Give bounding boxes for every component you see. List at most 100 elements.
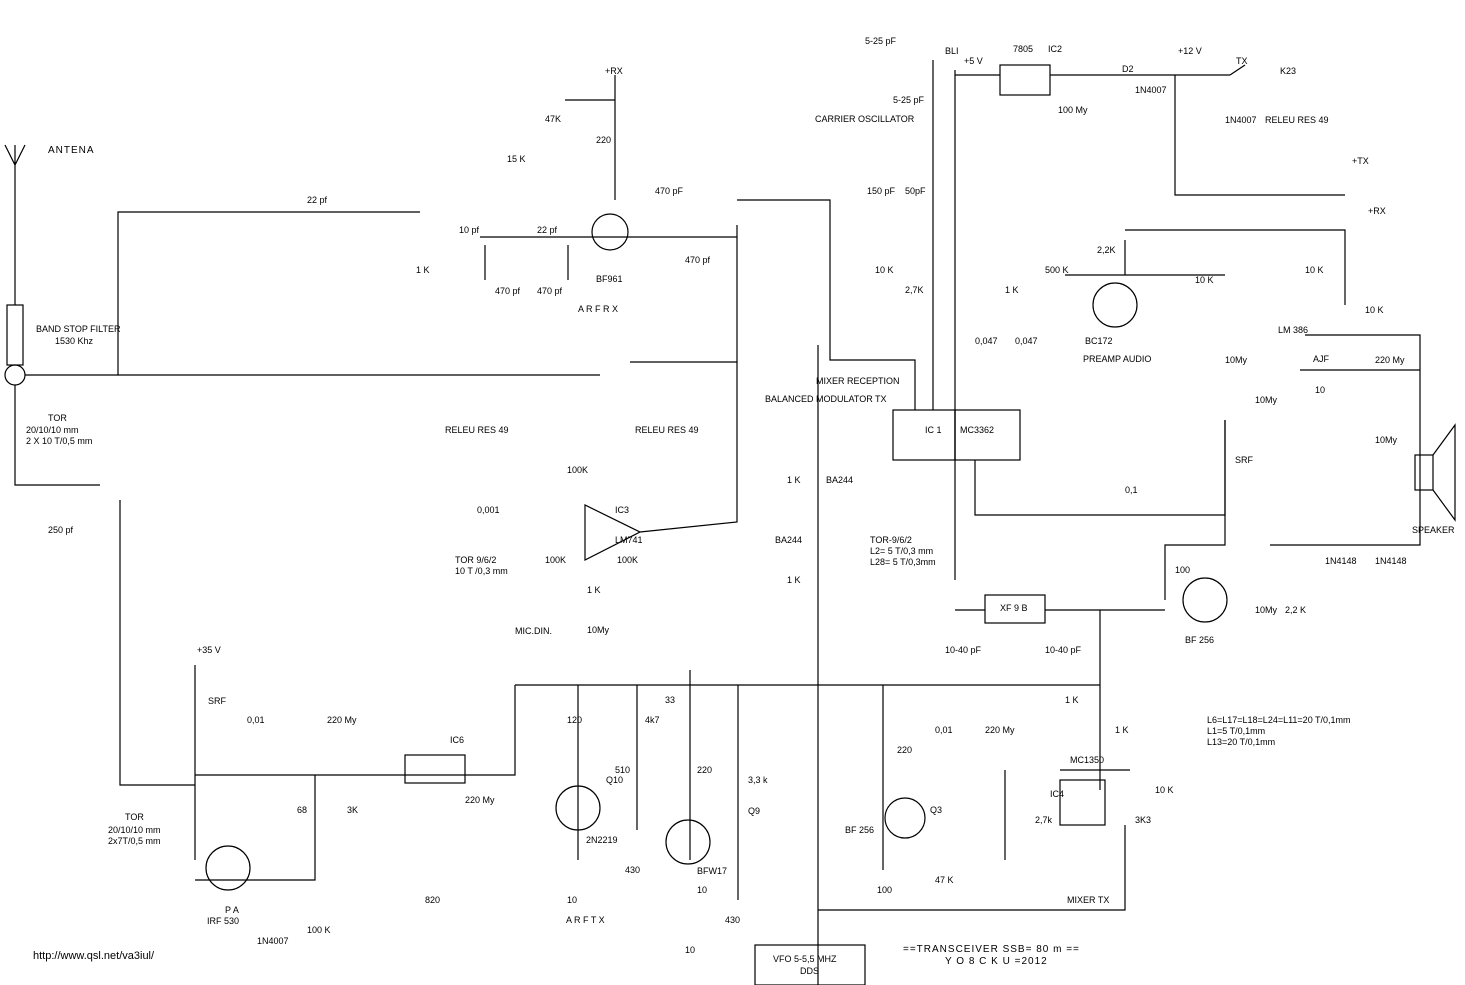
val-220my-c69: 220 My [465, 795, 495, 805]
d2-type: 1N4007 [1135, 85, 1167, 95]
val-100k-r12: 100K [545, 555, 567, 565]
title-label: ==TRANSCEIVER SSB= 80 m == [903, 944, 1080, 955]
val-820: 820 [425, 895, 441, 905]
val-22k-r24: 2,2 K [1285, 605, 1307, 615]
val-10k-r46: 10 K [1365, 305, 1384, 315]
val-0047a: 0,047 [975, 336, 998, 346]
srf-right-label: SRF [1235, 455, 1253, 465]
val-22pf: 22 pf [307, 195, 328, 205]
ic2-label: IC2 [1048, 44, 1063, 54]
val-10my-c45: 10My [1375, 435, 1398, 445]
val-220-r35: 220 [697, 765, 713, 775]
tor-l2-label: TOR-9/6/2 [870, 535, 912, 545]
xf9b-label: XF 9 B [1000, 603, 1028, 613]
coil-note-3: L13=20 T/0,1mm [1207, 737, 1276, 747]
val-10my-c47: 10My [1225, 355, 1248, 365]
val-100k-r13: 100K [617, 555, 639, 565]
val-100-q6: 100 [1175, 565, 1191, 575]
d1n4007-label: 1N4007 [1225, 115, 1257, 125]
val-4k7: 4k7 [645, 715, 660, 725]
mixer-rx-label: MIXER RECEPTION [816, 376, 900, 386]
plus12-label: +12 V [1178, 46, 1202, 56]
bf961-label: BF961 [596, 274, 623, 284]
val-001a: 0,01 [247, 715, 265, 725]
tor-l2-spec2: L28= 5 T/0,3mm [870, 557, 936, 567]
val-1k-r1: 1 K [416, 265, 430, 275]
val-10-r25: 10 [1315, 385, 1326, 395]
ic1-label: IC 1 [925, 425, 942, 435]
q9-label: Q9 [748, 806, 761, 816]
ba244-a-label: BA244 [826, 475, 854, 485]
val-220: 220 [596, 135, 612, 145]
plus35-label: +35 V [197, 645, 221, 655]
val-10my-c48: 10My [1255, 395, 1278, 405]
val-27k-r29: 2,7k [1035, 815, 1053, 825]
val-10a: 10 [567, 895, 578, 905]
val-22pf-b: 22 pf [537, 225, 558, 235]
ic3-label: IC3 [615, 505, 630, 515]
speaker-label: SPEAKER [1412, 525, 1455, 535]
val-10k-r4: 10 K [875, 265, 894, 275]
val-01: 0,1 [1125, 485, 1138, 495]
val-47k-r32: 47 K [935, 875, 954, 885]
band-freq-label: 1530 Khz [55, 336, 94, 346]
tor1-spec2: 2 X 10 T/0,5 mm [26, 436, 93, 446]
val-1k-r7: 1 K [1115, 725, 1129, 735]
releu-mid-label: RELEU RES 49 [635, 425, 699, 435]
val-33k: 3,3 k [748, 775, 768, 785]
val-220my: 220 My [1375, 355, 1405, 365]
val-68: 68 [297, 805, 308, 815]
tx-label: TX [1236, 56, 1248, 66]
tor-l2-spec1: L2= 5 T/0,3 mm [870, 546, 934, 556]
val-1k-r26: 1 K [1065, 695, 1079, 705]
reg7805-label: 7805 [1013, 44, 1034, 54]
val-470pf-a: 470 pf [495, 286, 521, 296]
mc3362-label: MC3362 [960, 425, 995, 435]
d2-label: D2 [1122, 64, 1134, 74]
c8-range: 5-25 pF [865, 36, 897, 46]
val-47k: 47K [545, 114, 562, 124]
tor1-label: TOR [48, 413, 67, 423]
plus5-label: +5 V [964, 56, 983, 66]
val-150pf: 150 pF [867, 186, 896, 196]
srf-left-label: SRF [208, 696, 226, 706]
carrier-osc-label: CARRIER OSCILLATOR [815, 114, 915, 124]
ba244-b-label: BA244 [775, 535, 803, 545]
cap-250-label: 250 pf [48, 525, 74, 535]
mic-label: MIC.DIN. [515, 626, 552, 636]
url-label: http://www.qsl.net/va3iul/ [33, 950, 155, 962]
val-1n4148-d7: 1N4148 [1325, 556, 1357, 566]
tor1-spec1: 20/10/10 mm [26, 425, 79, 435]
author-label: Y O 8 C K U =2012 [945, 956, 1048, 967]
val-1k-r14: 1 K [587, 585, 601, 595]
tor2-label: TOR [125, 812, 144, 822]
irf530-label: IRF 530 [207, 916, 240, 926]
q10-label: Q10 [606, 775, 624, 785]
val-1k-r5: 1 K [1005, 285, 1019, 295]
val-430a: 430 [625, 865, 641, 875]
preamp-label: PREAMP AUDIO [1083, 354, 1152, 364]
releu-left-label: RELEU RES 49 [445, 425, 509, 435]
plus-tx-label: +TX [1352, 156, 1369, 166]
val-50pf: 50pF [905, 186, 926, 196]
tor2-spec2: 2x7T/0,5 mm [108, 836, 161, 846]
val-33: 33 [665, 695, 676, 705]
val-10my-c29: 10My [587, 625, 610, 635]
bc172-label: BC172 [1085, 336, 1113, 346]
ic6-label: IC6 [450, 735, 465, 745]
bf256-mid-label: BF 256 [845, 825, 875, 835]
coil-note-1: L6=L17=L18=L24=L11=20 T/0,1mm [1207, 715, 1351, 725]
rx-supply-label: +RX [605, 66, 623, 76]
val-10my-c44: 10My [1255, 605, 1278, 615]
bfw17-label: BFW17 [697, 866, 728, 876]
val-001b: 0,01 [935, 725, 953, 735]
val-430b: 430 [725, 915, 741, 925]
lm386-label: LM 386 [1278, 325, 1309, 335]
val-220my-c66: 220 My [327, 715, 357, 725]
bf256-right-label: BF 256 [1185, 635, 1215, 645]
n2219-label: 2N2219 [586, 835, 618, 845]
val-10k-r23: 10 K [1195, 275, 1214, 285]
val-100k-r50: 100 K [307, 925, 331, 935]
antenna-label: ANTENA [48, 145, 95, 156]
